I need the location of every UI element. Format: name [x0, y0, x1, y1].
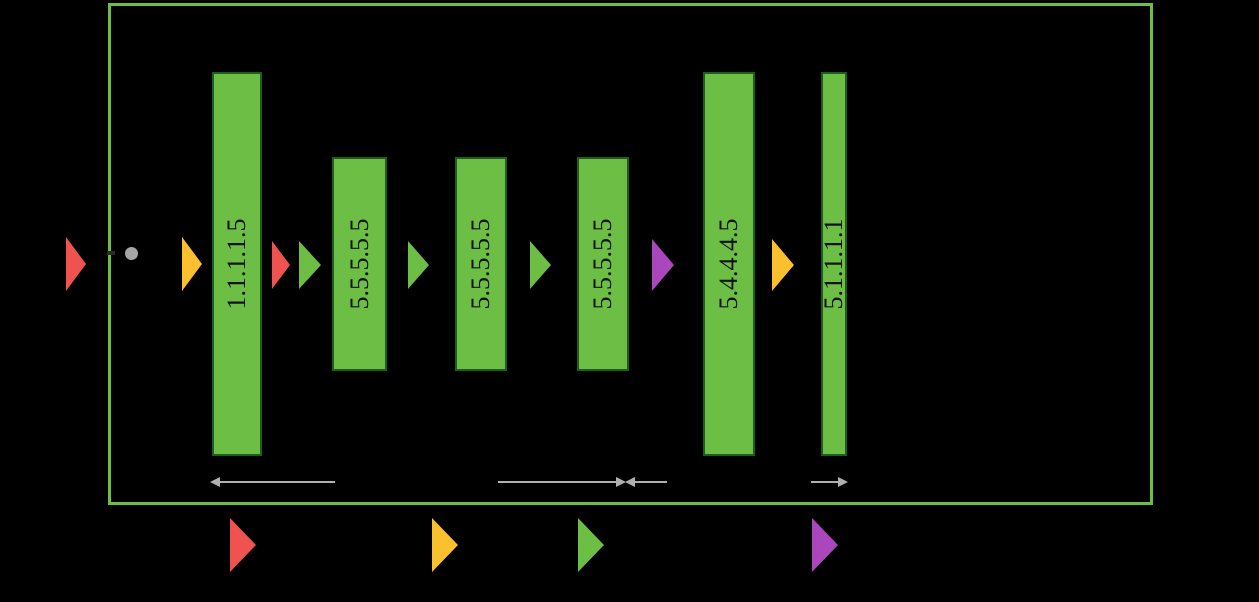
measure-arrow-4	[811, 474, 848, 490]
bar[interactable]: 1.1.1.1.5	[212, 72, 262, 456]
legend-marker-green[interactable]	[578, 518, 604, 572]
bar-label: 5.5.5.5.5	[588, 218, 617, 310]
marker-purple-a[interactable]	[652, 239, 674, 291]
arrowhead-left-icon	[625, 477, 635, 487]
bar[interactable]: 5.4.4.4.5	[703, 72, 755, 456]
bar-label: 5.4.4.4.5	[714, 218, 743, 310]
marker-yellow-b[interactable]	[772, 239, 794, 291]
measure-line	[633, 481, 667, 483]
measure-arrow-2	[498, 474, 626, 490]
legend-marker-yellow[interactable]	[432, 518, 458, 572]
bar[interactable]: 5.5.5.5.5	[455, 157, 507, 371]
arrowhead-right-icon	[616, 477, 626, 487]
main-region-outline	[108, 3, 1153, 505]
bar[interactable]: 5.5.5.5.5	[332, 157, 387, 371]
bar-label: 5.1.1.1.1	[819, 218, 848, 310]
legend-marker-red[interactable]	[230, 518, 256, 572]
edge-tick	[107, 251, 115, 255]
arrowhead-right-icon	[838, 477, 848, 487]
marker-green-c[interactable]	[530, 241, 551, 289]
bar[interactable]: 5.1.1.1.1	[819, 72, 848, 456]
measure-arrow-1	[210, 474, 335, 490]
position-dot[interactable]	[125, 247, 138, 260]
bar-label: 5.5.5.5.5	[466, 218, 495, 310]
marker-red-mid[interactable]	[272, 241, 290, 289]
measure-line	[218, 481, 335, 483]
marker-green-b[interactable]	[408, 241, 429, 289]
bar[interactable]: 5.5.5.5.5	[577, 157, 629, 371]
legend-marker-purple[interactable]	[812, 518, 838, 572]
measure-line	[498, 481, 618, 483]
marker-red-outside[interactable]	[66, 237, 86, 291]
bar-label: 1.1.1.1.5	[222, 218, 251, 310]
arrowhead-left-icon	[210, 477, 220, 487]
measure-arrow-3	[625, 474, 667, 490]
marker-green-a[interactable]	[299, 241, 321, 289]
marker-yellow-entry[interactable]	[182, 237, 202, 291]
bar-label: 5.5.5.5.5	[344, 218, 374, 310]
measure-line	[811, 481, 840, 483]
